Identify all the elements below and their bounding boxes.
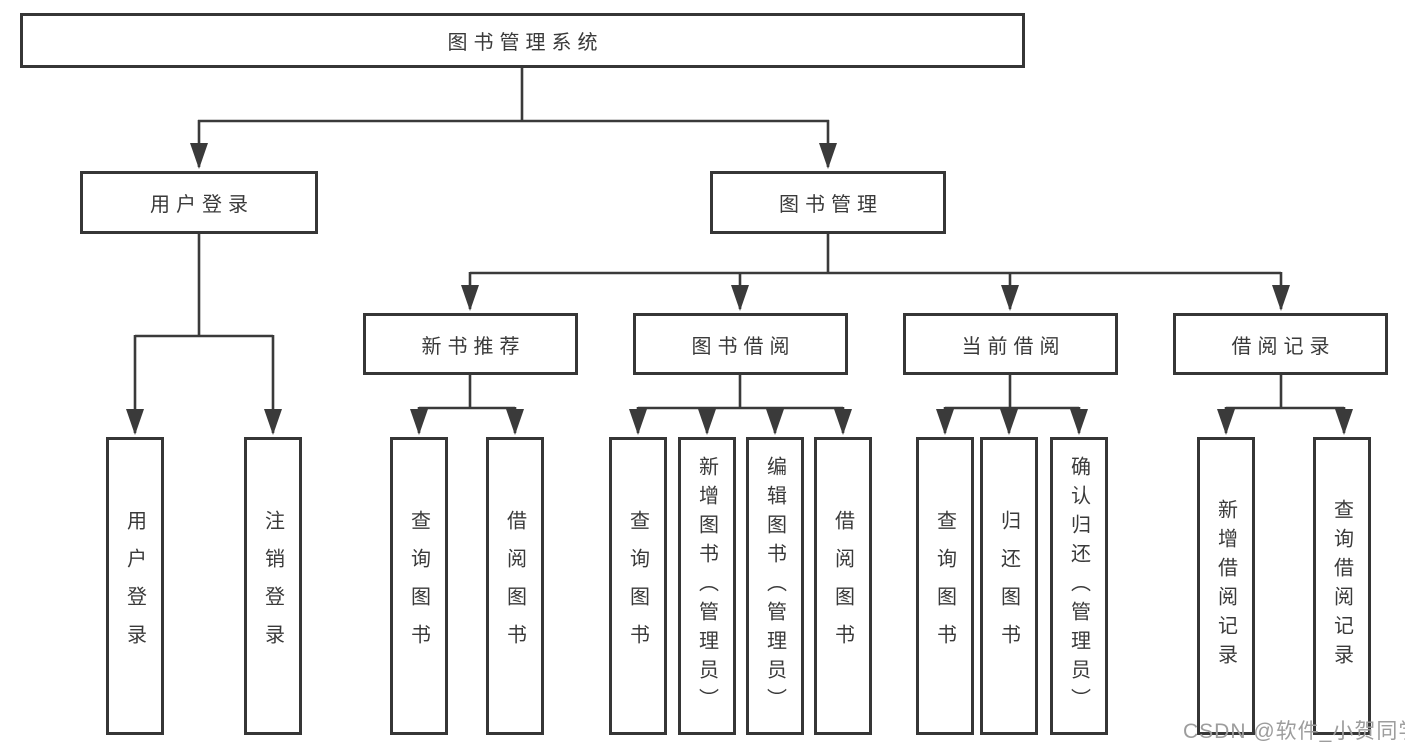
connector-new-book-rec-trunk — [419, 375, 515, 410]
leaf-query-books-2: 查询图书 — [609, 437, 667, 735]
leaf-query-books-3-label: 查询图书 — [933, 510, 956, 662]
leaf-edit-books-admin-label: 编辑图书（管理员） — [763, 455, 786, 717]
node-root-label: 图书管理系统 — [447, 32, 604, 54]
connector-root-trunk — [198, 68, 829, 123]
leaf-query-books-1-label: 查询图书 — [407, 510, 430, 662]
leaf-query-books-2-label: 查询图书 — [626, 510, 649, 662]
csdn-watermark: CSDN @软件_小贺同学 — [1183, 720, 1405, 743]
leaf-borrow-books-2: 借阅图书 — [814, 437, 872, 735]
node-user-login-label: 用户登录 — [150, 194, 254, 216]
node-book-borrowing: 图书借阅 — [633, 313, 848, 375]
leaf-user-login-label: 用户登录 — [123, 510, 146, 662]
leaf-confirm-return-admin-label: 确认归还（管理员） — [1067, 455, 1090, 717]
leaf-logout-label: 注销登录 — [261, 510, 284, 662]
connector-book-borrow-trunk — [638, 375, 843, 410]
leaf-borrow-books-2-label: 借阅图书 — [831, 510, 854, 662]
leaf-query-books-3: 查询图书 — [916, 437, 974, 735]
connector-current-borrow-trunk — [945, 375, 1079, 410]
connector-user-login-trunk — [135, 234, 273, 338]
node-new-book-recommend-label: 新书推荐 — [421, 335, 526, 358]
leaf-return-books: 归还图书 — [980, 437, 1038, 735]
node-borrowing-records-label: 借阅记录 — [1231, 335, 1336, 358]
leaf-add-borrow-record: 新增借阅记录 — [1197, 437, 1255, 735]
connector-borrow-records-trunk — [1226, 375, 1344, 410]
leaf-borrow-books-1: 借阅图书 — [486, 437, 544, 735]
node-borrowing-records: 借阅记录 — [1173, 313, 1388, 375]
leaf-add-books-admin: 新增图书（管理员） — [678, 437, 736, 735]
leaf-query-books-1: 查询图书 — [390, 437, 448, 735]
leaf-user-login: 用户登录 — [106, 437, 164, 735]
leaf-query-borrow-record: 查询借阅记录 — [1313, 437, 1371, 735]
node-current-borrowing-label: 当前借阅 — [961, 335, 1066, 358]
leaf-logout: 注销登录 — [244, 437, 302, 735]
leaf-add-borrow-record-label: 新增借阅记录 — [1214, 499, 1237, 673]
leaf-confirm-return-admin: 确认归还（管理员） — [1050, 437, 1108, 735]
connector-book-mgmt-trunk — [470, 234, 1281, 275]
leaf-return-books-label: 归还图书 — [997, 510, 1020, 662]
leaf-add-books-admin-label: 新增图书（管理员） — [695, 455, 718, 717]
node-book-borrowing-label: 图书借阅 — [691, 335, 796, 358]
node-current-borrowing: 当前借阅 — [903, 313, 1118, 375]
leaf-edit-books-admin: 编辑图书（管理员） — [746, 437, 804, 735]
leaf-query-borrow-record-label: 查询借阅记录 — [1330, 499, 1353, 673]
node-book-management-label: 图书管理 — [779, 194, 883, 216]
leaf-borrow-books-1-label: 借阅图书 — [503, 510, 526, 662]
node-book-management: 图书管理 — [710, 171, 946, 234]
node-root-system: 图书管理系统 — [20, 13, 1025, 68]
node-new-book-recommend: 新书推荐 — [363, 313, 578, 375]
node-user-login: 用户登录 — [80, 171, 318, 234]
